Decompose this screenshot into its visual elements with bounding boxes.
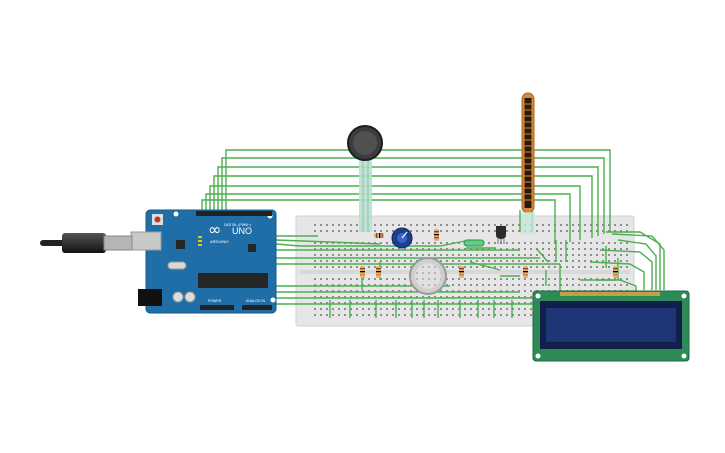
usb-cable-icon	[40, 233, 133, 253]
temperature-sensor-icon[interactable]	[496, 226, 506, 244]
resistor-icon	[360, 229, 618, 278]
arduino-uno-board[interactable]: ∞ UNO ARDUINO DIGITAL (PWM~) POWER ANALO…	[130, 209, 277, 314]
arduino-logo: ∞	[208, 220, 221, 239]
force-sensor-icon[interactable]	[347, 125, 383, 232]
analog-header-label: ANALOG IN	[246, 299, 266, 303]
lcd-screen	[546, 308, 676, 342]
board-brand-label: ARDUINO	[210, 239, 228, 244]
led-icon[interactable]	[463, 239, 485, 247]
board-model-label: UNO	[232, 226, 252, 236]
lcd-16x2-icon[interactable]	[532, 290, 690, 362]
digital-header-label: DIGITAL (PWM~)	[224, 223, 251, 227]
analog-header	[242, 305, 272, 310]
power-header	[200, 305, 234, 310]
usb-port	[130, 231, 162, 251]
gas-sensor-icon[interactable]	[409, 257, 447, 295]
power-header-label: POWER	[208, 299, 222, 303]
microcontroller-chip	[198, 273, 268, 288]
digital-header	[196, 211, 272, 216]
potentiometer-icon[interactable]	[391, 227, 413, 249]
wires	[201, 149, 665, 318]
power-jack	[138, 289, 162, 306]
flex-sensor-icon[interactable]	[521, 92, 535, 234]
